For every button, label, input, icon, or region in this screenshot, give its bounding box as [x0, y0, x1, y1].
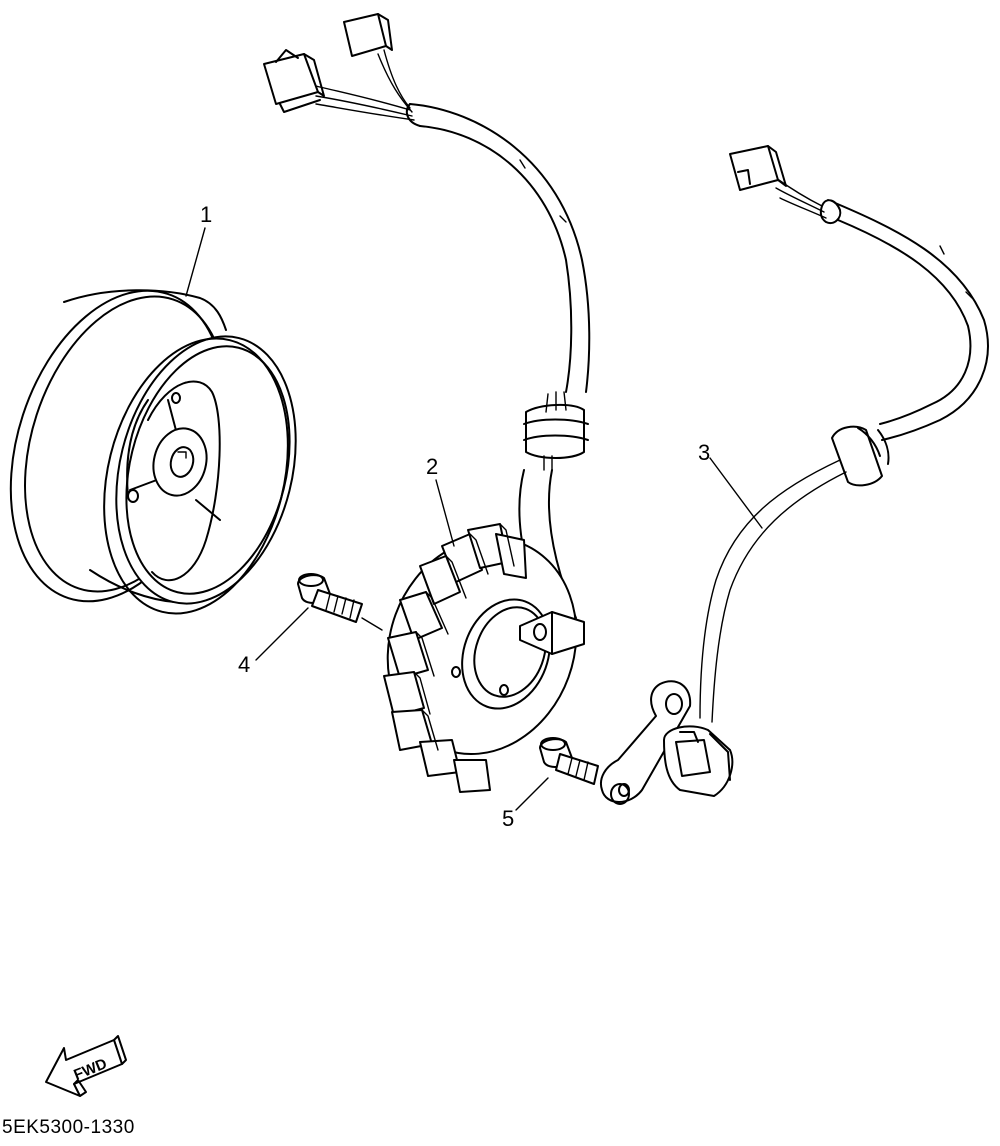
- bolt-stator-mount: [297, 573, 383, 631]
- reference-code: 5EK5300-1330: [2, 1117, 135, 1138]
- callout-4: 4: [238, 652, 250, 677]
- fwd-arrow-icon: FWD: [45, 1035, 127, 1097]
- flywheel-rotor: [9, 289, 297, 615]
- callout-3: 3: [698, 440, 710, 465]
- bolt-pickup-mount: [539, 737, 599, 785]
- pickup-coil: [600, 145, 989, 805]
- leader-lines: [185, 227, 763, 811]
- callout-2: 2: [426, 454, 438, 479]
- callout-1: 1: [200, 202, 212, 227]
- callout-5: 5: [502, 806, 514, 831]
- stator-assembly: [263, 13, 591, 793]
